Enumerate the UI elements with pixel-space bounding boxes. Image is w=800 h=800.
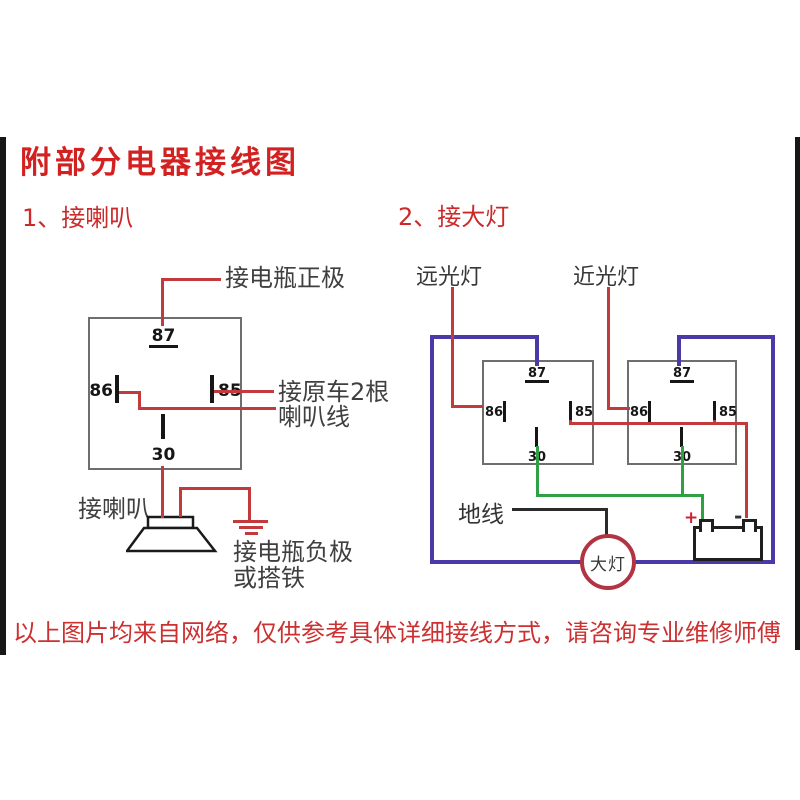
label-battery-negative-1: 接电瓶负极 — [233, 538, 353, 566]
wire-blue-to-relay2-87 — [677, 335, 681, 366]
wire-horn-86-a — [119, 391, 141, 394]
label-horn: 接喇叭 — [78, 495, 150, 523]
wire-horn-86-c — [138, 407, 276, 410]
wire-relay2-30-vertical — [681, 446, 684, 496]
horn-relay-pin-30-bar — [161, 414, 165, 439]
relay2-pin-87: 87 — [672, 366, 692, 381]
relay1-pin-87-bar — [525, 380, 549, 383]
wire-30-bus-horizontal — [536, 494, 704, 497]
wire-high-beam-horizontal — [451, 405, 483, 408]
label-battery-negative-2: 或搭铁 — [233, 564, 305, 592]
left-edge-strip — [0, 137, 6, 655]
wire-blue-right-vertical — [771, 335, 775, 564]
wire-speaker-ground-a — [179, 487, 182, 517]
horn-speaker-icon — [126, 515, 218, 553]
wire-ground-horizontal — [512, 508, 607, 511]
horn-relay-pin-86: 86 — [89, 381, 113, 401]
headlight-section-heading: 2、接大灯 — [398, 203, 510, 231]
label-battery-positive: 接电瓶正极 — [225, 264, 345, 292]
relay1-pin-86: 86 — [485, 405, 504, 420]
relay1-pin-86-bar — [503, 401, 506, 422]
headlight-lamp-circle: 大灯 — [580, 534, 636, 590]
relay2-pin-85-bar — [713, 401, 716, 421]
wire-high-beam-vertical — [451, 287, 454, 408]
relay1-pin-85-bar — [569, 401, 572, 421]
wire-low-beam-vertical — [607, 287, 610, 410]
wire-horn-86-b — [138, 391, 141, 410]
wire-speaker-ground-b — [179, 487, 251, 490]
wire-speaker-ground-c — [248, 487, 251, 520]
wire-blue-top-right — [677, 335, 775, 339]
wire-horn-30-to-speaker — [161, 466, 164, 518]
label-horn-wires-1: 接原车2根 — [278, 378, 390, 406]
battery-terminal-minus — [742, 519, 757, 532]
wire-85-bus-horizontal — [569, 422, 748, 425]
horn-relay-pin-87-bar — [149, 345, 178, 348]
battery-terminal-plus — [699, 519, 714, 532]
footer-disclaimer: 以上图片均来自网络，仅供参考具体详细接线方式，请咨询专业维修师傅 — [13, 619, 781, 647]
relay2-pin-85: 85 — [719, 405, 738, 420]
relay1-pin-87: 87 — [527, 366, 547, 381]
wire-blue-left-vertical — [430, 335, 434, 564]
page-title: 附部分电器接线图 — [20, 145, 300, 181]
wire-blue-to-relay1-87 — [535, 335, 539, 366]
horn-relay-pin-87: 87 — [151, 326, 176, 346]
horn-relay-pin-30: 30 — [151, 445, 176, 465]
label-high-beam: 远光灯 — [416, 265, 483, 290]
battery-plus-sign: + — [684, 508, 699, 528]
horn-section-heading: 1、接喇叭 — [22, 204, 134, 232]
horn-relay-pin-86-bar — [115, 375, 119, 403]
wire-blue-bottom-left — [430, 560, 582, 564]
wire-low-beam-horizontal — [607, 407, 630, 410]
wire-blue-bottom-right — [634, 560, 775, 564]
label-ground-wire: 地线 — [458, 502, 504, 528]
battery-minus-sign: - — [734, 504, 743, 528]
label-horn-wires-2: 喇叭线 — [278, 403, 350, 431]
relay1-pin-85: 85 — [575, 405, 594, 420]
wire-horn-85 — [214, 390, 274, 393]
horn-relay-box — [88, 317, 242, 470]
relay2-pin-86-bar — [648, 401, 651, 422]
wire-85-bus-to-battery-minus — [745, 422, 748, 518]
horn-relay-pin-85-bar — [210, 375, 214, 403]
right-edge-strip — [795, 137, 800, 650]
wire-blue-top-left — [430, 335, 538, 339]
label-low-beam: 近光灯 — [573, 265, 640, 290]
relay2-pin-87-bar — [670, 380, 694, 383]
wire-ground-to-lamp — [605, 508, 608, 536]
relay1-pin-30-bar — [535, 427, 538, 447]
headlight-lamp-label: 大灯 — [590, 554, 626, 575]
wire-30-bus-to-battery-plus — [701, 494, 704, 519]
wire-relay1-30-vertical — [536, 446, 539, 496]
wire-horn-87-vertical — [161, 278, 164, 326]
relay2-pin-86: 86 — [630, 405, 649, 420]
wire-horn-87-horizontal — [161, 278, 221, 281]
wire-relay2-85-drop — [713, 420, 716, 425]
relay2-pin-30-bar — [680, 427, 683, 447]
